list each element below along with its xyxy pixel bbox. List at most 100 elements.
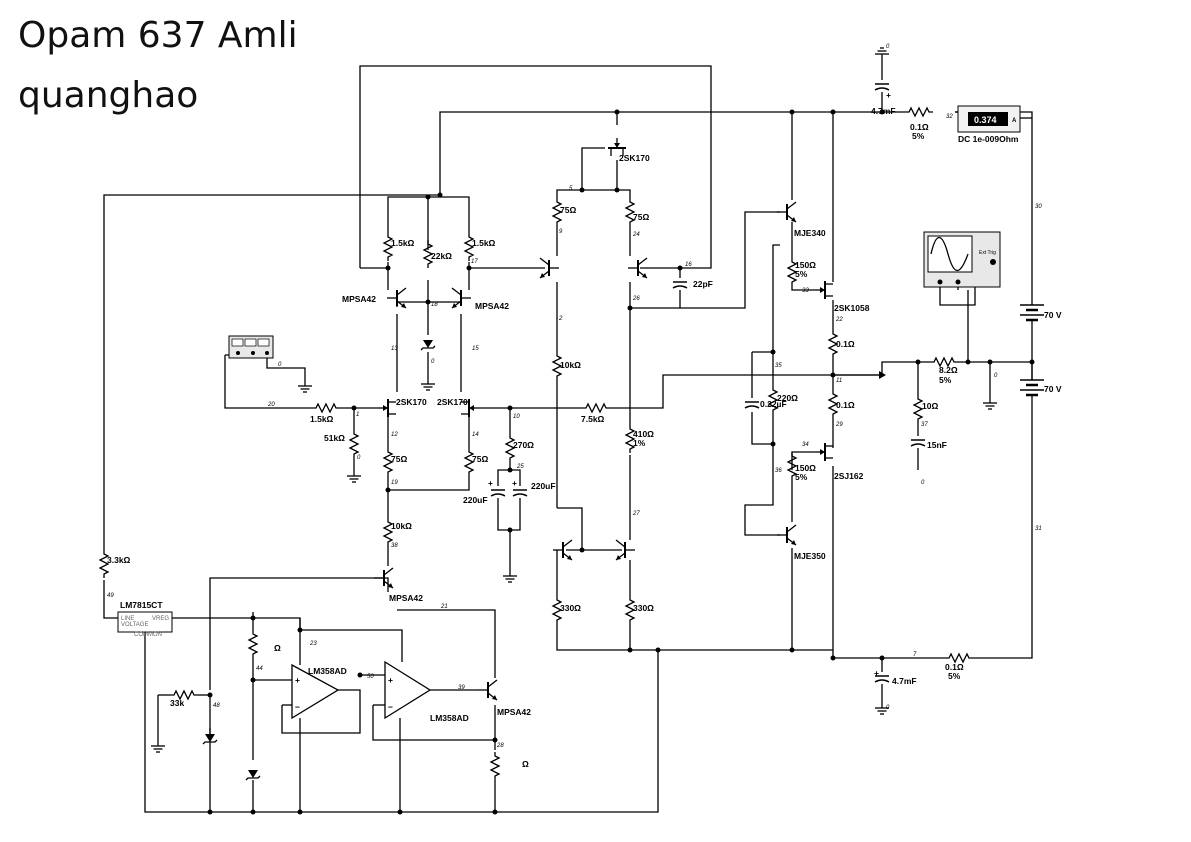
svg-text:0: 0 [431, 359, 435, 365]
opamp1-part: LM358AD [308, 666, 347, 676]
zener-diodes [202, 339, 436, 781]
schematic-title-line1: Opam 637 Amli [18, 15, 298, 56]
svg-text:21: 21 [440, 604, 448, 610]
capacitor-c4 [744, 401, 760, 409]
wire-network [103, 62, 1033, 813]
svg-text:10kΩ: 10kΩ [391, 521, 412, 531]
svg-text:75Ω: 75Ω [633, 212, 649, 222]
resistor-r31 [490, 751, 500, 781]
svg-text:0.22µF: 0.22µF [760, 399, 787, 409]
svg-text:5: 5 [569, 186, 573, 192]
transistor-mpsa42-low [477, 679, 498, 701]
svg-text:29: 29 [835, 422, 843, 428]
resistor-r30 [248, 629, 258, 659]
svg-text:330Ω: 330Ω [633, 603, 654, 613]
svg-text:0: 0 [886, 44, 890, 50]
transistor-mpsa42-right [451, 287, 472, 309]
node-numbers: 0 0 0 0 0 0 0 1 2 5 9 10 11 12 13 14 15 … [107, 44, 1042, 749]
svg-text:22: 22 [835, 317, 843, 323]
svg-text:0: 0 [994, 373, 998, 379]
svg-text:0: 0 [921, 480, 925, 486]
svg-text:220Ω: 220Ω [777, 393, 798, 403]
opamp-1: + − LM358AD [282, 663, 347, 720]
svg-text:38: 38 [391, 543, 398, 549]
svg-text:9: 9 [559, 229, 563, 235]
reg-line: LINE [121, 616, 134, 622]
svg-text:150Ω: 150Ω [795, 463, 816, 473]
label-2sk170-right: 2SK170 [437, 397, 468, 407]
svg-text:Ω: Ω [522, 759, 529, 769]
svg-text:50: 50 [367, 674, 374, 680]
svg-text:0.1Ω: 0.1Ω [910, 122, 929, 132]
function-generator[interactable] [228, 335, 274, 359]
reg-vreg: VREG [152, 616, 169, 622]
opamp2-part: LM358AD [430, 713, 469, 723]
resistor-r4 [311, 403, 341, 413]
svg-text:410Ω: 410Ω [633, 429, 654, 439]
svg-text:22kΩ: 22kΩ [431, 251, 452, 261]
svg-text:14: 14 [472, 432, 479, 438]
junction-dots [207, 109, 1035, 815]
ammeter-reading: 0.374 [974, 115, 997, 125]
svg-text:0: 0 [886, 705, 890, 711]
svg-text:25: 25 [516, 464, 524, 470]
svg-text:0.1Ω: 0.1Ω [836, 339, 855, 349]
svg-text:1.5kΩ: 1.5kΩ [472, 238, 496, 248]
svg-text:13: 13 [391, 346, 398, 352]
svg-text:33: 33 [802, 288, 809, 294]
svg-text:28: 28 [496, 743, 504, 749]
svg-text:11: 11 [836, 378, 842, 384]
svg-text:+: + [488, 478, 493, 488]
label-mpsa42-right: MPSA42 [475, 301, 509, 311]
svg-text:+: + [886, 90, 891, 100]
reg-part: LM7815CT [120, 600, 163, 610]
transistor-mpsa42-left [386, 287, 407, 309]
svg-text:+: + [874, 668, 879, 678]
svg-text:75Ω: 75Ω [472, 454, 488, 464]
svg-text:37: 37 [921, 422, 928, 428]
svg-text:0: 0 [357, 455, 361, 461]
svg-text:7: 7 [913, 652, 917, 658]
svg-text:32: 32 [946, 114, 953, 120]
svg-text:7.5kΩ: 7.5kΩ [581, 414, 605, 424]
svg-text:1: 1 [356, 412, 359, 418]
svg-text:75Ω: 75Ω [391, 454, 407, 464]
svg-text:0.1Ω: 0.1Ω [836, 400, 855, 410]
schematic-title-line2: quanghao [18, 75, 199, 116]
oscilloscope[interactable]: Ext Trig [923, 231, 1001, 288]
svg-text:1.5kΩ: 1.5kΩ [391, 238, 415, 248]
svg-text:+: + [388, 675, 393, 685]
label-mpsa42-low: MPSA42 [497, 707, 531, 717]
transistor-mje340 [776, 201, 797, 223]
label-2sk170-top: 2SK170 [619, 153, 650, 163]
resistor-r25 [944, 653, 974, 663]
svg-text:27: 27 [632, 511, 640, 517]
svg-text:51kΩ: 51kΩ [324, 433, 345, 443]
svg-text:15: 15 [472, 346, 479, 352]
svg-text:10Ω: 10Ω [922, 401, 938, 411]
svg-text:33k: 33k [170, 698, 184, 708]
ammeter[interactable]: 0.374 A DC 1e-009Ohm [955, 105, 1032, 144]
capacitor-c3 [512, 489, 528, 497]
svg-text:5%: 5% [795, 269, 808, 279]
transistor-mpsa42-mid [373, 567, 394, 589]
label-mje340: MJE340 [794, 228, 826, 238]
resistors [99, 107, 974, 781]
label-2sj162: 2SJ162 [834, 471, 864, 481]
resistor-r27 [913, 394, 923, 424]
svg-text:270Ω: 270Ω [513, 440, 534, 450]
resistor-r12 [581, 403, 611, 413]
svg-text:0.1Ω: 0.1Ω [945, 662, 964, 672]
resistor-r24 [904, 107, 934, 117]
svg-text:150Ω: 150Ω [795, 260, 816, 270]
svg-text:22pF: 22pF [693, 279, 713, 289]
svg-text:24: 24 [632, 232, 640, 238]
scope-trigger-label: Ext Trig [979, 250, 996, 256]
label-mpsa42-left: MPSA42 [342, 294, 376, 304]
svg-text:5%: 5% [912, 131, 925, 141]
reg-common: COMMON [134, 632, 162, 638]
svg-text:15nF: 15nF [927, 440, 947, 450]
svg-text:75Ω: 75Ω [560, 205, 576, 215]
svg-text:23: 23 [309, 641, 317, 647]
svg-text:10: 10 [513, 414, 520, 420]
